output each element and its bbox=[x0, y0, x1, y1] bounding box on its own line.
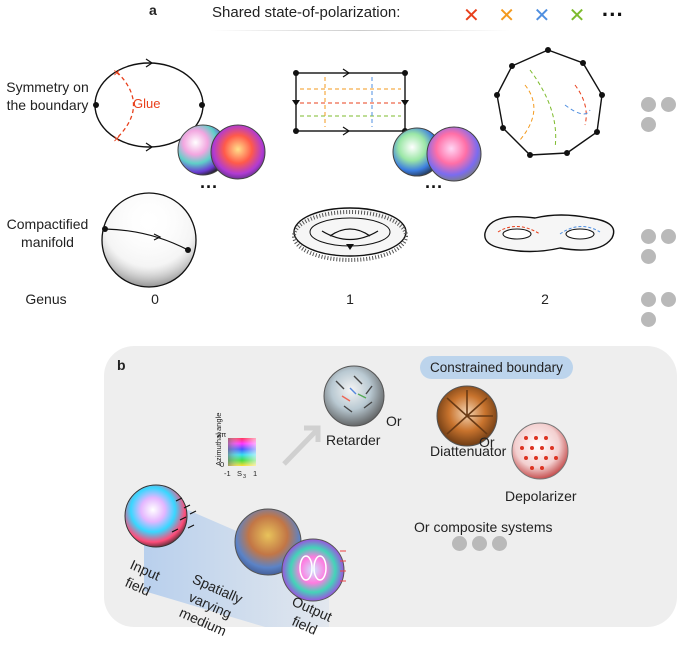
svg-text:✕: ✕ bbox=[113, 68, 121, 78]
genus-value-0: 0 bbox=[151, 291, 159, 307]
svg-text:3: 3 bbox=[243, 474, 246, 480]
panel-b-drawings: 2π 0 -1 S 3 1 Azimuthal angle bbox=[124, 365, 569, 627]
svg-text:✕: ✕ bbox=[113, 134, 121, 144]
more-dots-row1 bbox=[641, 97, 685, 137]
legend-cross-green: ✕ bbox=[568, 5, 586, 27]
genus-value-2: 2 bbox=[541, 291, 549, 307]
or-label-2: Or bbox=[479, 434, 495, 450]
legend-label: Shared state-of-polarization: bbox=[212, 4, 401, 21]
glue-label: Glue bbox=[133, 96, 160, 111]
panel-a-letter: a bbox=[149, 2, 157, 18]
row-label-genus: Genus bbox=[25, 291, 67, 307]
more-dots-row2 bbox=[641, 229, 685, 269]
svg-text:S: S bbox=[237, 469, 242, 478]
retarder-label: Retarder bbox=[326, 432, 381, 448]
svg-text:2π: 2π bbox=[217, 430, 226, 439]
legend-cross-orange: ✕ bbox=[498, 5, 515, 27]
diattenuator-label: Diattenuator bbox=[430, 443, 507, 459]
legend-cross-blue: ✕ bbox=[533, 5, 551, 27]
legend-divider bbox=[210, 30, 510, 31]
svg-text:···: ··· bbox=[425, 177, 443, 197]
row-label-symmetry: Symmetry on the boundary bbox=[6, 79, 89, 113]
constrained-boundary-badge: Constrained boundary bbox=[420, 356, 573, 379]
panel-a-drawings: ✕ ✕ Glue ··· ··· bbox=[93, 47, 615, 288]
genus-value-1: 1 bbox=[346, 291, 354, 307]
svg-text:···: ··· bbox=[200, 177, 218, 197]
more-dots-row3 bbox=[641, 292, 685, 332]
row-label-manifold: Compactified manifold bbox=[6, 216, 89, 250]
panel-b-letter: b bbox=[117, 357, 126, 373]
depolarizer-label: Depolarizer bbox=[505, 488, 577, 504]
svg-text:-1: -1 bbox=[224, 469, 231, 478]
composite-label: Or composite systems bbox=[414, 519, 553, 535]
or-label-1: Or bbox=[386, 413, 402, 429]
svg-text:1: 1 bbox=[253, 469, 257, 478]
legend-more: ··· bbox=[601, 2, 624, 27]
legend-crosses: ✕ ✕ ✕ ✕ ··· bbox=[463, 2, 624, 28]
legend-cross-red: ✕ bbox=[463, 5, 480, 27]
svg-text:0: 0 bbox=[220, 460, 224, 469]
composite-more-dots bbox=[452, 536, 512, 556]
svg-text:Azimuthal angle: Azimuthal angle bbox=[214, 413, 223, 466]
